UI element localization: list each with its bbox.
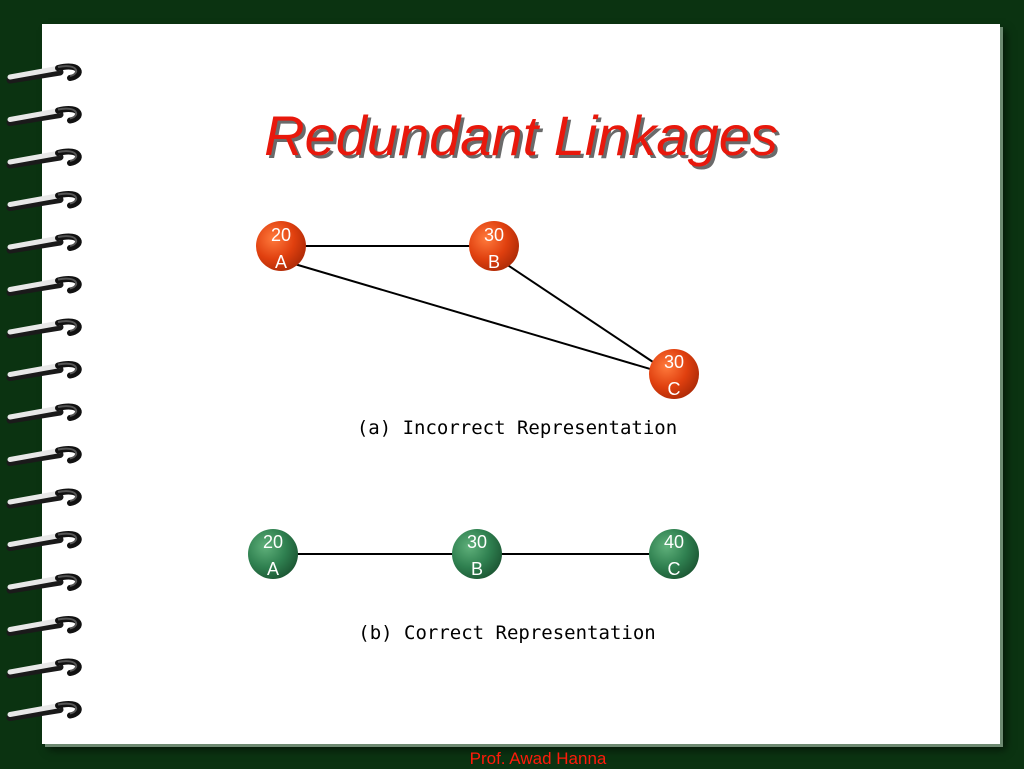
node-value: 30 [484,225,504,245]
binding-ring [6,318,82,339]
binding-ring [6,573,82,594]
link-b-c [493,255,675,377]
binding-ring [6,63,82,84]
node-letter: B [488,252,500,272]
node-circle [248,529,298,579]
binding-ring [6,233,82,254]
node-circle [649,349,699,399]
node-a-correct: 20 A [248,529,298,579]
node-b-correct: 30 B [452,529,502,579]
notebook-binding [6,63,82,721]
slide-title: Redundant Linkages [264,104,778,167]
node-letter: A [267,559,279,579]
node-c-incorrect: 30 C [649,349,699,399]
binding-ring [6,191,82,211]
binding-ring [6,658,82,679]
node-circle [452,529,502,579]
caption-correct: (b) Correct Representation [358,622,656,644]
binding-ring [6,616,82,636]
footer-author: Prof. Awad Hanna [469,749,607,768]
node-circle [469,221,519,271]
link-a-c [280,259,675,377]
node-letter: A [275,252,287,272]
node-a-incorrect: 20 A [256,221,306,272]
binding-ring [6,403,82,424]
node-value: 30 [467,532,487,552]
node-c-correct: 40 C [649,529,699,579]
binding-ring [6,531,82,551]
slide-page [42,24,1000,744]
diagram-a-links [280,245,675,377]
node-letter: B [471,559,483,579]
caption-incorrect: (a) Incorrect Representation [356,417,678,439]
binding-ring [6,148,82,169]
node-letter: C [668,559,681,579]
binding-ring [6,106,82,126]
node-value: 30 [664,352,684,372]
node-value: 40 [664,532,684,552]
binding-ring [6,488,82,509]
binding-ring [6,446,82,466]
binding-ring [6,361,82,381]
node-circle [256,221,306,271]
binding-ring [6,276,82,296]
node-circle [649,529,699,579]
node-b-incorrect: 30 B [469,221,519,272]
node-value: 20 [271,225,291,245]
binding-ring [6,701,82,721]
node-value: 20 [263,532,283,552]
node-letter: C [668,379,681,399]
